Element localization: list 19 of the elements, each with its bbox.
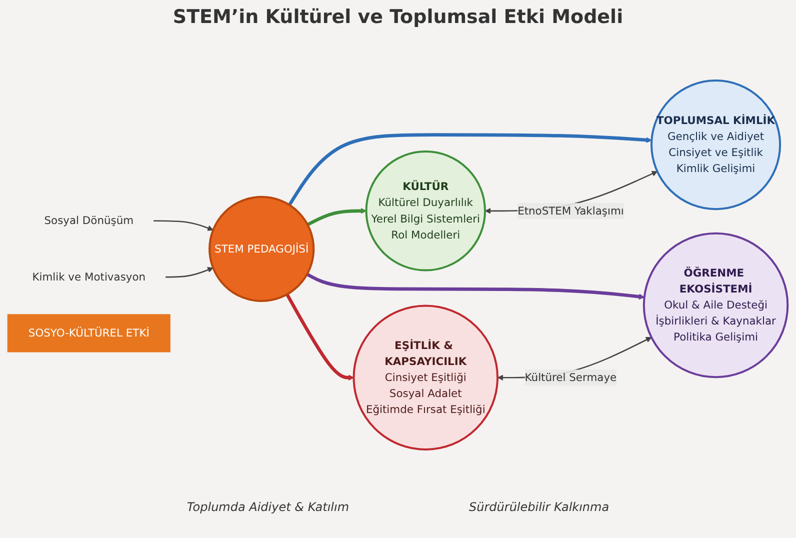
arrow [288, 133, 652, 206]
arrow [286, 294, 354, 381]
edge-label: Kültürel Sermaye [524, 370, 617, 384]
edge-label: EtnoSTEM Yaklaşımı [518, 204, 624, 217]
node-circle: STEM PEDAGOJİSİ [208, 196, 315, 302]
node-text: Sosyal Dönüşüm [44, 214, 134, 227]
diagram-title: STEM’in Kültürel ve Toplumsal Etki Modeli [172, 6, 624, 28]
node-circle: ÖĞRENME EKOSİSTEMİ Okul & Aile Desteği İşbirlikleri & Kaynaklar Politika Gelişimi [642, 232, 789, 378]
arrow [166, 267, 214, 278]
note-text: Sürdürülebilir Kalkınma [469, 500, 610, 514]
arrow [154, 220, 214, 231]
arrow [306, 272, 645, 300]
node-circle: KÜLTÜR Kültürel Duyarlılık Yerel Bilgi Sistemleri Rol Modelleri [365, 150, 486, 272]
arrow [306, 208, 367, 226]
note-text: Toplumda Aidiyet & Katılım [186, 500, 350, 514]
node-box: SOSYO-KÜLTÜREL ETKİ [7, 314, 170, 352]
node-circle: EŞİTLİK & KAPSAYICILIK Cinsiyet Eşitliği Sosyal Adalet Eğitimde Fırsat Eşitliği [352, 304, 498, 450]
node-circle: TOPLUMSAL KİMLİK Gençlik ve Aidiyet Cinsiyet ve Eşitlik Kimlik Gelişimi [650, 80, 782, 210]
node-text: Kimlik ve Motivasyon [32, 270, 146, 284]
